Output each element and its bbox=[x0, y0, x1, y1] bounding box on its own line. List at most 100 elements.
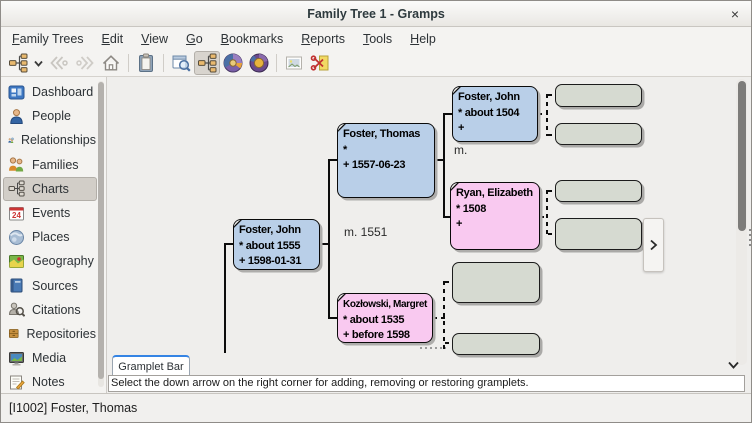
clipboard-button[interactable] bbox=[133, 51, 159, 75]
corner-fold-icon bbox=[451, 183, 460, 192]
family-trees-button[interactable] bbox=[5, 51, 31, 75]
family-trees-icon bbox=[9, 53, 28, 73]
menu-family-trees[interactable]: Family Trees bbox=[12, 31, 84, 46]
sidebar-item-dashboard[interactable]: Dashboard bbox=[3, 80, 97, 104]
corner-fold-icon bbox=[453, 87, 462, 96]
sidebar-label: Media bbox=[32, 351, 67, 366]
toolbar-separator bbox=[276, 54, 277, 72]
menu-bookmarks[interactable]: Bookmarks bbox=[220, 31, 284, 46]
pedigree-view-button[interactable] bbox=[194, 51, 220, 75]
family-trees-dropdown[interactable] bbox=[31, 51, 46, 75]
sidebar-item-notes[interactable]: Notes bbox=[3, 370, 97, 394]
empty-ancestor-box[interactable] bbox=[555, 218, 642, 250]
places-icon bbox=[9, 229, 24, 245]
connector-line-dashed bbox=[548, 190, 555, 192]
person-box-kozlowski-margret[interactable]: Kozłowski, Margret * about 1535 + before… bbox=[337, 293, 433, 343]
gramplet-bar-message: Select the down arrow on the right corne… bbox=[108, 375, 745, 392]
sidebar-scrollbar[interactable] bbox=[98, 81, 104, 387]
people-icon bbox=[10, 108, 23, 124]
connector-line bbox=[224, 243, 226, 353]
sidebar-item-citations[interactable]: Citations bbox=[3, 298, 97, 322]
person-death: + bbox=[456, 218, 463, 230]
sidebar-item-sources[interactable]: Sources bbox=[3, 274, 97, 298]
gramplet-bar-menu-button[interactable] bbox=[722, 357, 744, 373]
corner-fold-icon bbox=[338, 124, 347, 133]
sidebar-item-relationships[interactable]: Relationships bbox=[3, 128, 97, 152]
sidebar-item-families[interactable]: Families bbox=[3, 153, 97, 177]
person-death: + 1598-01-31 bbox=[239, 255, 302, 267]
title-bar[interactable]: Family Tree 1 - Gramps × bbox=[1, 1, 751, 27]
connector-line-dashed bbox=[546, 190, 548, 236]
connector-line-dashed bbox=[540, 216, 548, 218]
media-icon bbox=[9, 351, 24, 366]
sidebar-item-events[interactable]: 24 Events bbox=[3, 201, 97, 225]
marriage-label: m. 1551 bbox=[344, 225, 388, 239]
sidebar-item-media[interactable]: Media bbox=[3, 346, 97, 370]
sidebar-label: Events bbox=[32, 206, 71, 221]
sidebar-scrollbar-thumb[interactable] bbox=[98, 82, 104, 379]
sidebar-item-geography[interactable]: Geography bbox=[3, 249, 97, 273]
full-fan-chart-button[interactable] bbox=[246, 51, 272, 75]
menu-edit[interactable]: Edit bbox=[101, 31, 124, 46]
geography-icon bbox=[9, 254, 24, 268]
connector-line-dashed bbox=[443, 281, 445, 349]
scissors-icon bbox=[310, 55, 329, 71]
sidebar-item-places[interactable]: Places bbox=[3, 225, 97, 249]
person-birth: * about 1535 bbox=[343, 313, 405, 326]
menu-help[interactable]: Help bbox=[410, 31, 436, 46]
menu-go[interactable]: Go bbox=[185, 31, 203, 46]
person-box-foster-thomas[interactable]: Foster, Thomas * + 1557-06-23 bbox=[337, 123, 435, 198]
image-button[interactable] bbox=[281, 51, 307, 75]
menu-reports[interactable]: Reports bbox=[301, 31, 345, 46]
canvas-scrollbar-thumb[interactable] bbox=[737, 81, 746, 231]
repositories-icon bbox=[9, 329, 19, 339]
fan-chart-button[interactable] bbox=[220, 51, 246, 75]
back-button[interactable] bbox=[46, 51, 72, 75]
pane-splitter-grip[interactable] bbox=[749, 229, 751, 249]
home-button[interactable] bbox=[98, 51, 124, 75]
configure-view-button[interactable] bbox=[168, 51, 194, 75]
configure-view-icon bbox=[172, 55, 191, 72]
person-name: Foster, John bbox=[239, 224, 301, 236]
toolbar bbox=[1, 50, 751, 77]
toolbar-separator bbox=[163, 54, 164, 72]
person-birth: * about 1555 bbox=[239, 239, 301, 252]
gramplet-bar-tab[interactable]: Gramplet Bar bbox=[112, 355, 190, 376]
sidebar-label: People bbox=[32, 109, 71, 124]
back-icon bbox=[50, 56, 68, 70]
forward-button[interactable] bbox=[72, 51, 98, 75]
close-button[interactable]: × bbox=[730, 5, 739, 22]
empty-ancestor-box[interactable] bbox=[555, 180, 642, 202]
connector-line bbox=[328, 159, 337, 161]
sidebar-item-charts[interactable]: Charts bbox=[3, 176, 97, 201]
empty-ancestor-box[interactable] bbox=[555, 84, 642, 107]
sidebar-label: Notes bbox=[32, 375, 65, 390]
menu-tools[interactable]: Tools bbox=[362, 31, 393, 46]
chevron-right-icon bbox=[650, 239, 658, 251]
expand-generation-button[interactable] bbox=[643, 218, 664, 272]
canvas-scrollbar[interactable] bbox=[736, 79, 747, 365]
person-box-foster-john-1555[interactable]: Foster, John * about 1555 + 1598-01-31 bbox=[233, 219, 320, 270]
menu-view[interactable]: View bbox=[141, 31, 168, 46]
hidden-children-dots bbox=[420, 347, 446, 349]
notes-icon bbox=[10, 375, 25, 390]
person-name: Kozłowski, Margret bbox=[343, 299, 427, 310]
empty-ancestor-box[interactable] bbox=[555, 123, 642, 145]
corner-fold-icon bbox=[338, 294, 347, 303]
connector-line-dashed bbox=[445, 281, 452, 283]
toolbar-separator bbox=[128, 54, 129, 72]
scissors-button[interactable] bbox=[307, 51, 333, 75]
empty-ancestor-box[interactable] bbox=[452, 333, 540, 355]
person-box-ryan-elizabeth[interactable]: Ryan, Elizabeth * 1508 + bbox=[450, 182, 540, 250]
connector-line-dashed bbox=[538, 113, 548, 115]
empty-ancestor-box[interactable] bbox=[452, 262, 540, 303]
pedigree-canvas[interactable]: Foster, John * about 1555 + 1598-01-31 F… bbox=[107, 77, 751, 393]
sidebar-label: Relationships bbox=[20, 133, 96, 148]
chevron-down-icon bbox=[727, 361, 739, 369]
sidebar-item-repositories[interactable]: Repositories bbox=[3, 322, 97, 346]
sidebar-label: Citations bbox=[32, 302, 81, 317]
person-box-foster-john-1504[interactable]: Foster, John * about 1504 + bbox=[452, 86, 538, 142]
person-death: + bbox=[458, 122, 465, 134]
sidebar-item-people[interactable]: People bbox=[3, 104, 97, 128]
